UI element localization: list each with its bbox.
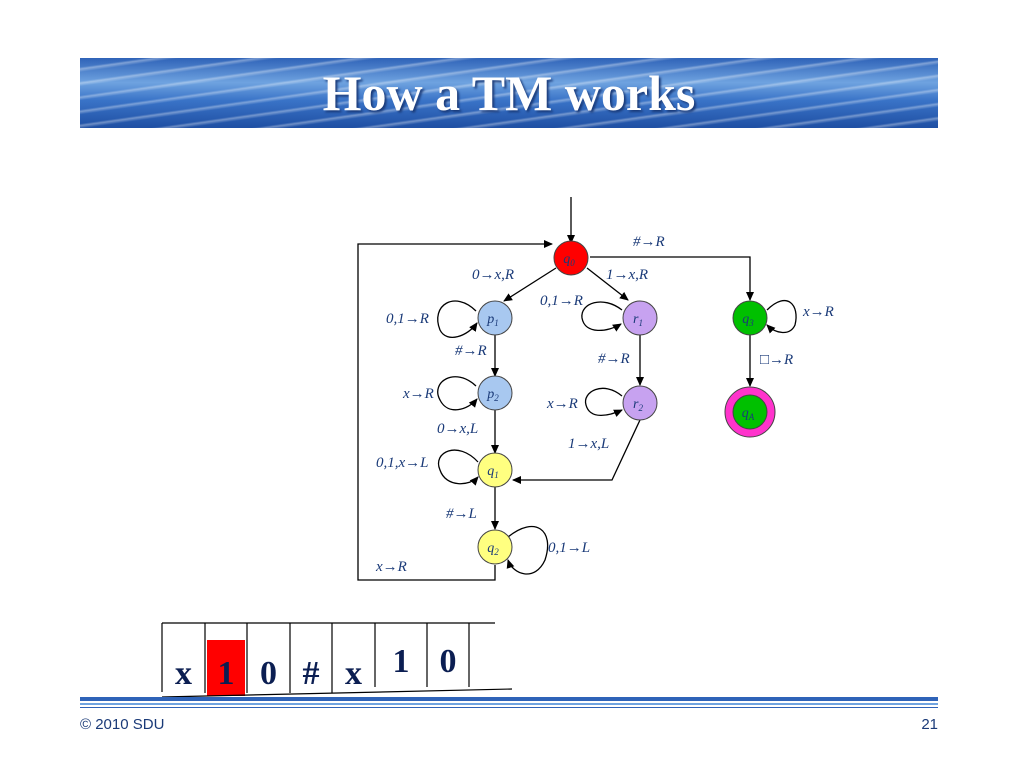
tlabel-p2-q1: 0→x,L — [437, 421, 478, 437]
state-r2 — [622, 385, 658, 421]
tlabel-q3-loop: x→R — [802, 304, 834, 320]
tlabel-q2-q0: x→R — [375, 559, 407, 575]
slide-title: How a TM works — [322, 65, 696, 121]
edge-q0-p1 — [503, 267, 557, 302]
tape-cell-symbol: 0 — [440, 643, 457, 680]
footer-rules — [80, 697, 938, 708]
label-q0: q0 — [563, 252, 575, 268]
tlabel-r2-loop: x→R — [546, 396, 578, 412]
tlabel-p1-loop: 0,1→R — [386, 311, 429, 327]
state-q2 — [477, 529, 513, 565]
state-q1 — [477, 452, 513, 488]
page-number: 21 — [921, 716, 938, 733]
label-q3: q3 — [742, 312, 754, 328]
tape — [161, 622, 513, 698]
tlabel-q0-r1: 1→x,R — [606, 267, 648, 283]
tape-cell-symbol: 0 — [260, 655, 277, 692]
loop-q1 — [437, 449, 479, 486]
state-q0 — [553, 240, 589, 276]
state-q3 — [732, 300, 768, 336]
tlabel-q3-qA: □→R — [760, 352, 793, 368]
tlabel-p2-loop: x→R — [402, 386, 434, 402]
label-q2: q2 — [487, 541, 499, 557]
tlabel-q2-loop: 0,1→L — [548, 540, 590, 556]
edge-r2-q1 — [512, 419, 641, 484]
state-r1 — [622, 300, 658, 336]
loop-q2 — [506, 525, 549, 575]
tape-bottom-edge — [161, 688, 513, 698]
tlabel-r2-q1: 1→x,L — [568, 436, 609, 452]
edge-q0-q3 — [590, 256, 754, 301]
tlabel-q1-loop: 0,1,x→L — [376, 455, 429, 471]
state-p1 — [477, 300, 513, 336]
tape-cell-symbol: 1 — [393, 643, 410, 680]
tlabel-q1-q2: #→L — [446, 506, 477, 522]
tape-cell-symbol: x — [175, 655, 192, 692]
loop-p1 — [437, 300, 478, 339]
edge-q0-r1 — [586, 267, 629, 301]
tlabel-r1-loop: 0,1→R — [540, 293, 583, 309]
label-p2: p2 — [486, 387, 499, 403]
tlabel-q0-q3: #→R — [633, 234, 665, 250]
tlabel-q0-p1: 0→x,R — [472, 267, 514, 283]
copyright: © 2010 SDU — [80, 716, 165, 733]
tape-head-cell — [207, 640, 245, 696]
label-p1: p1 — [486, 312, 499, 328]
label-q1: q1 — [487, 464, 499, 480]
loop-r2 — [584, 387, 623, 417]
loop-q3 — [766, 299, 797, 334]
label-r1: r1 — [633, 312, 643, 328]
loop-p2 — [437, 376, 478, 411]
tlabel-r1-r2: #→R — [598, 351, 630, 367]
state-qA — [732, 394, 768, 430]
state-p2 — [477, 375, 513, 411]
loop-r1 — [581, 301, 623, 332]
tape-cell-symbol: 1 — [218, 655, 235, 692]
label-qA: qA — [742, 406, 755, 422]
tape-cell-symbol: # — [303, 655, 320, 692]
tlabel-p1-p2: #→R — [455, 343, 487, 359]
tape-cell-symbol: x — [345, 655, 362, 692]
title-banner: How a TM works — [80, 58, 938, 128]
edge-q2-q0 — [357, 240, 553, 581]
label-r2: r2 — [633, 397, 643, 413]
